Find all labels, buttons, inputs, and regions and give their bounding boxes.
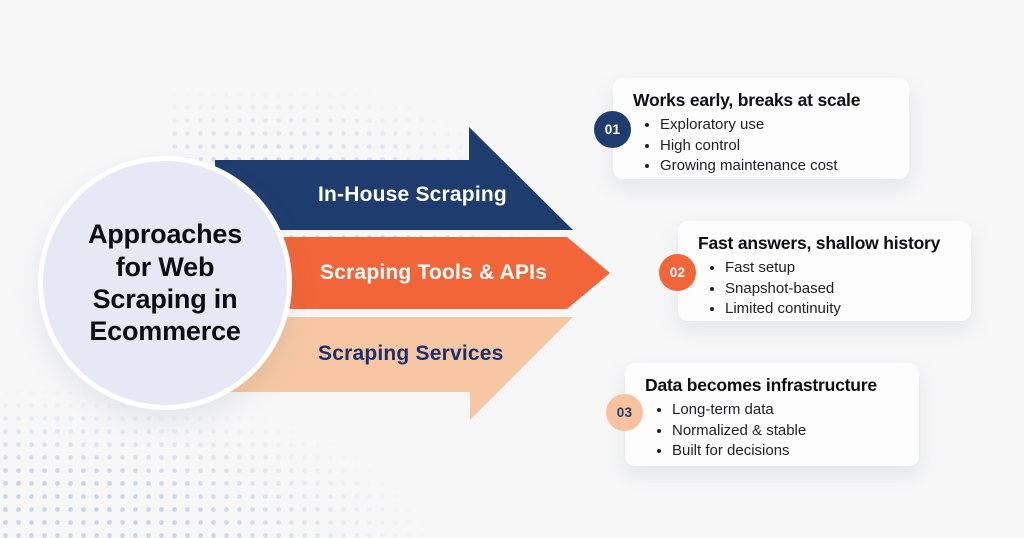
title-line-4: Ecommerce bbox=[89, 316, 241, 347]
title-line-2: for Web bbox=[115, 251, 215, 282]
card-2-title: Fast answers, shallow history bbox=[698, 233, 941, 253]
card-2-badge: 02 bbox=[659, 254, 696, 291]
arrow-3-label: Scraping Services bbox=[318, 342, 504, 365]
bullet-item: Normalized & stable bbox=[672, 421, 905, 442]
bullet-item: Snapshot-based bbox=[725, 279, 957, 300]
bullet-item: Limited continuity bbox=[725, 299, 957, 320]
bullet-item: Exploratory use bbox=[660, 115, 895, 136]
bullet-item: Growing maintenance cost bbox=[660, 156, 895, 177]
bullet-item: Fast setup bbox=[725, 258, 957, 279]
card-3-bullets: Long-term data Normalized & stable Built… bbox=[645, 400, 905, 462]
title-line-3: Scraping in bbox=[92, 284, 238, 314]
title-circle: Approaches for Web Scraping in Ecommerce bbox=[38, 156, 292, 410]
card-3-badge: 03 bbox=[606, 394, 643, 431]
card-1-bullets: Exploratory use High control Growing mai… bbox=[633, 115, 895, 177]
card-3: 03 Data becomes infrastructure Long-term… bbox=[606, 363, 919, 466]
bullet-item: High control bbox=[660, 136, 895, 157]
card-1-badge: 01 bbox=[594, 111, 631, 148]
card-3-title: Data becomes infrastructure bbox=[645, 375, 877, 395]
arrow-2-label: Scraping Tools & APIs bbox=[320, 261, 548, 284]
card-1-title: Works early, breaks at scale bbox=[633, 90, 861, 110]
halftone-dots-bottom bbox=[0, 386, 506, 538]
arrow-1-label: In-House Scraping bbox=[318, 183, 507, 206]
title-circle-text: Approaches for Web Scraping in Ecommerce bbox=[88, 218, 242, 348]
card-2: 02 Fast answers, shallow history Fast se… bbox=[659, 221, 971, 321]
card-2-bullets: Fast setup Snapshot-based Limited contin… bbox=[698, 258, 957, 320]
bullet-item: Long-term data bbox=[672, 400, 905, 421]
title-line-1: Approaches bbox=[87, 219, 243, 250]
arrow-1-shape bbox=[215, 127, 573, 230]
bullet-item: Built for decisions bbox=[672, 441, 905, 462]
card-1: 01 Works early, breaks at scale Explorat… bbox=[594, 78, 909, 179]
arrow-2-shape bbox=[215, 237, 610, 309]
arrow-3-shape bbox=[215, 317, 573, 420]
